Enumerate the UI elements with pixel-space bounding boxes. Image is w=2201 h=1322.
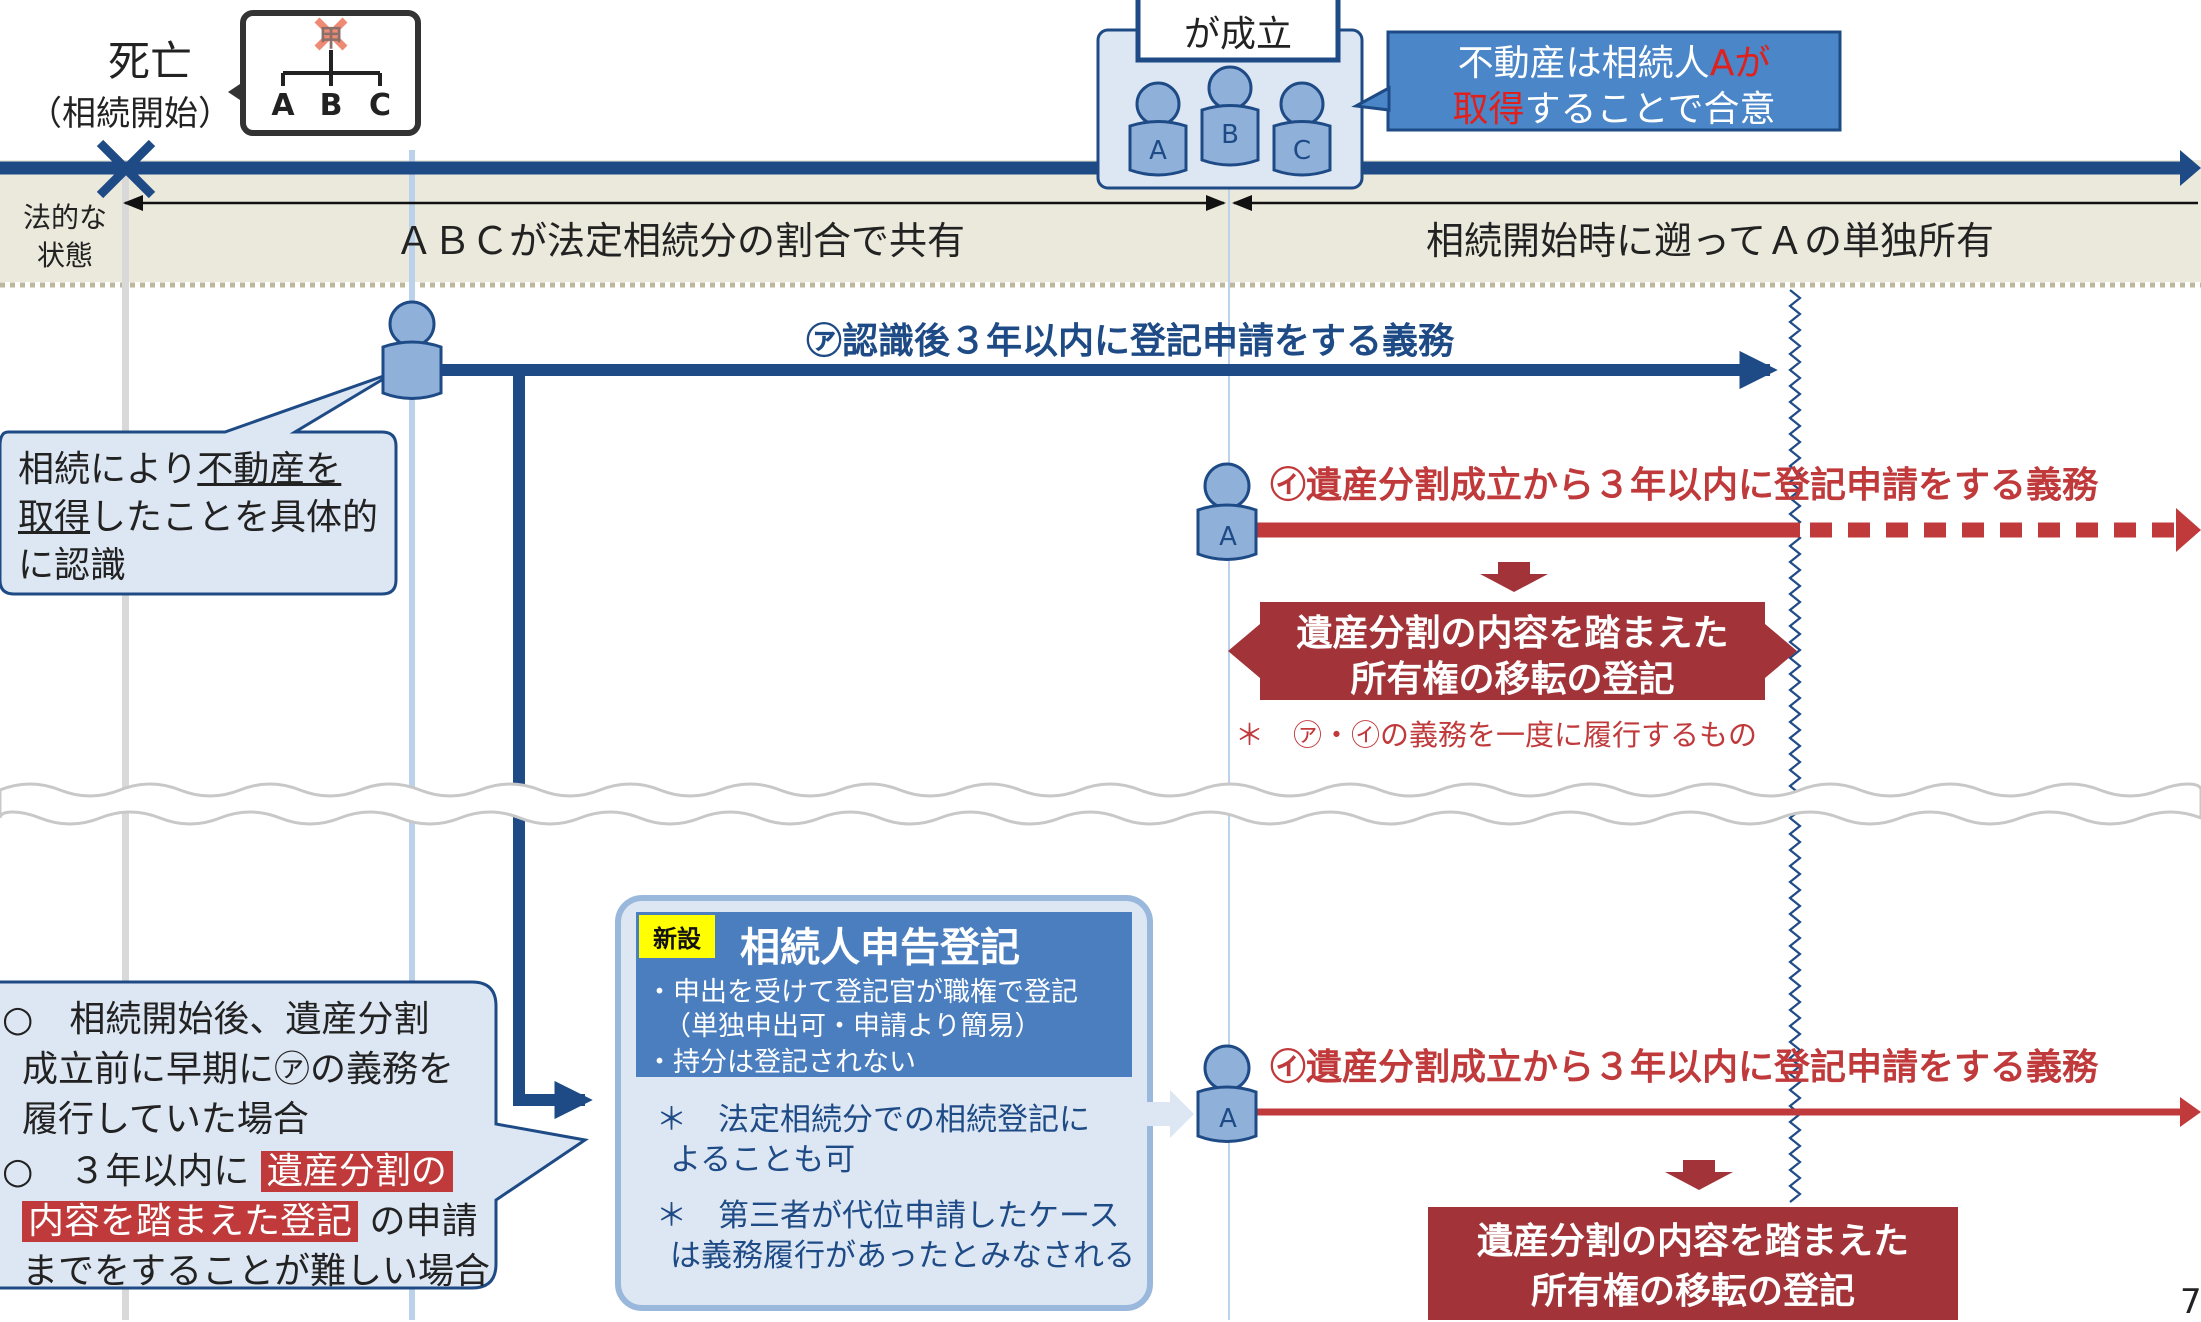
family-tree-c: C — [368, 88, 392, 123]
transfer-bottom-box — [1428, 1207, 1958, 1320]
footnote-top: ＊ ㋐・㋑の義務を一度に履行するもの — [1235, 718, 1758, 752]
declaration-note-1b: よることも可 — [670, 1142, 856, 1178]
duty-i-top-label: ㋑遺産分割成立から３年以内に登記申請をする義務 — [1270, 465, 2099, 506]
agreement-caption: が成立 — [1183, 14, 1292, 55]
person-icon-a-top — [1196, 462, 1258, 561]
person-a-label: A — [1149, 136, 1167, 166]
agreement-caption-box — [1135, 0, 1341, 63]
family-tree-a: A — [271, 88, 295, 123]
recognition-callout-line-2: 取得したことを具体的 — [18, 497, 379, 538]
declaration-note-2b: は義務履行があったとみなされる — [670, 1238, 1135, 1274]
duty-a-label: ㋐認識後３年以内に登記申請をする義務 — [805, 321, 1454, 362]
deadline-zigzag — [1788, 289, 1802, 1203]
guide-recognition — [409, 150, 415, 1320]
declaration-to-a-arrow — [1140, 1090, 1194, 1138]
cases-line-2: 成立前に早期に㋐の義務を — [22, 1049, 455, 1090]
declaration-badge-bg — [639, 915, 715, 958]
person-icon-c — [1272, 81, 1332, 177]
guide-death — [122, 160, 129, 1320]
wavy-separator — [0, 782, 2201, 826]
family-tree-b: B — [319, 88, 343, 123]
death-label: 死亡 — [107, 37, 192, 86]
agreement-callout-tail — [1351, 85, 1391, 112]
transfer-bottom-line-2: 所有権の移転の登記 — [1530, 1271, 1855, 1312]
transfer-top-left-arrow — [1228, 624, 1260, 678]
page-number: 7 — [2180, 1282, 2201, 1322]
person-icon-b — [1200, 65, 1260, 167]
declaration-bullet-1: ・申出を受けて登記官が職権で登記 — [646, 977, 1078, 1008]
cases-line-6: までをすることが難しい場合 — [22, 1251, 491, 1292]
recognition-callout-line-1: 相続により不動産を — [18, 449, 342, 490]
down-arrow-top — [1480, 562, 1548, 592]
duty-i-bottom-arrowhead — [2180, 1097, 2201, 1127]
family-box-tail — [228, 80, 246, 104]
down-arrow-bottom — [1665, 1160, 1733, 1190]
cases-line-4: ○ ３年以内に 遺産分割の — [2, 1142, 453, 1194]
death-x-mark — [96, 139, 156, 199]
person-b-label: B — [1221, 120, 1239, 150]
duty-a-branch — [513, 370, 593, 1120]
duty-i-top-arrowhead — [2176, 508, 2201, 552]
declaration-badge: 新設 — [653, 925, 701, 953]
declaration-note-1a: ＊ 法定相続分での相続登記に — [656, 1102, 1090, 1138]
transfer-top-line-1: 遺産分割の内容を踏まえた — [1296, 613, 1729, 654]
agreement-callout-text-1: 不動産は相続人Aが — [1457, 43, 1771, 84]
duty-i-bottom-label: ㋑遺産分割成立から３年以内に登記申請をする義務 — [1270, 1047, 2099, 1088]
cases-line-5: 内容を踏まえた登記 の申請 — [22, 1192, 477, 1244]
legal-state-before: ＡＢＣが法定相続分の割合で共有 — [394, 219, 965, 263]
family-tree-lines — [281, 50, 382, 86]
transfer-top-box — [1260, 602, 1765, 700]
declaration-bullet-2: （単独申出可・申請より簡易） — [664, 1011, 1042, 1042]
recognition-callout-line-3: に認識 — [18, 545, 127, 586]
legal-state-row-label-1: 法的な — [22, 201, 107, 234]
person-icon-a — [1128, 81, 1188, 177]
declaration-note-2a: ＊ 第三者が代位申請したケース — [656, 1198, 1120, 1234]
transfer-top-right-arrow — [1765, 624, 1797, 678]
legal-state-row-label-2: 状態 — [36, 239, 93, 272]
cases-line-1: ○ 相続開始後、遺産分割 — [2, 999, 430, 1040]
agreement-callout-text-2: 取得することで合意 — [1452, 89, 1776, 130]
declaration-bullet-3: ・持分は登記されない — [646, 1047, 916, 1078]
agreement-callout-box — [1386, 30, 1842, 132]
deceased-cross-icon — [314, 17, 348, 51]
person-c-label: C — [1292, 136, 1312, 166]
transfer-bottom-line-1: 遺産分割の内容を踏まえた — [1476, 1221, 1909, 1262]
person-a-bottom-label: A — [1219, 1104, 1237, 1134]
person-icon-a-bottom — [1196, 1044, 1258, 1143]
death-subtitle: （相続開始） — [28, 94, 232, 134]
main-timeline-arrowhead — [2180, 150, 2201, 186]
family-tree-top: 甲 — [319, 24, 343, 52]
transfer-top-line-2: 所有権の移転の登記 — [1350, 659, 1675, 700]
declaration-header — [636, 912, 1132, 1077]
recognition-callout-box — [0, 370, 398, 596]
cases-line-3: 履行していた場合 — [22, 1099, 309, 1140]
declaration-title: 相続人申告登記 — [740, 925, 1020, 971]
legal-state-after: 相続開始時に遡ってＡの単独所有 — [1425, 219, 1995, 263]
person-a-top-label: A — [1219, 522, 1237, 552]
person-icon-recognizer — [381, 300, 443, 400]
